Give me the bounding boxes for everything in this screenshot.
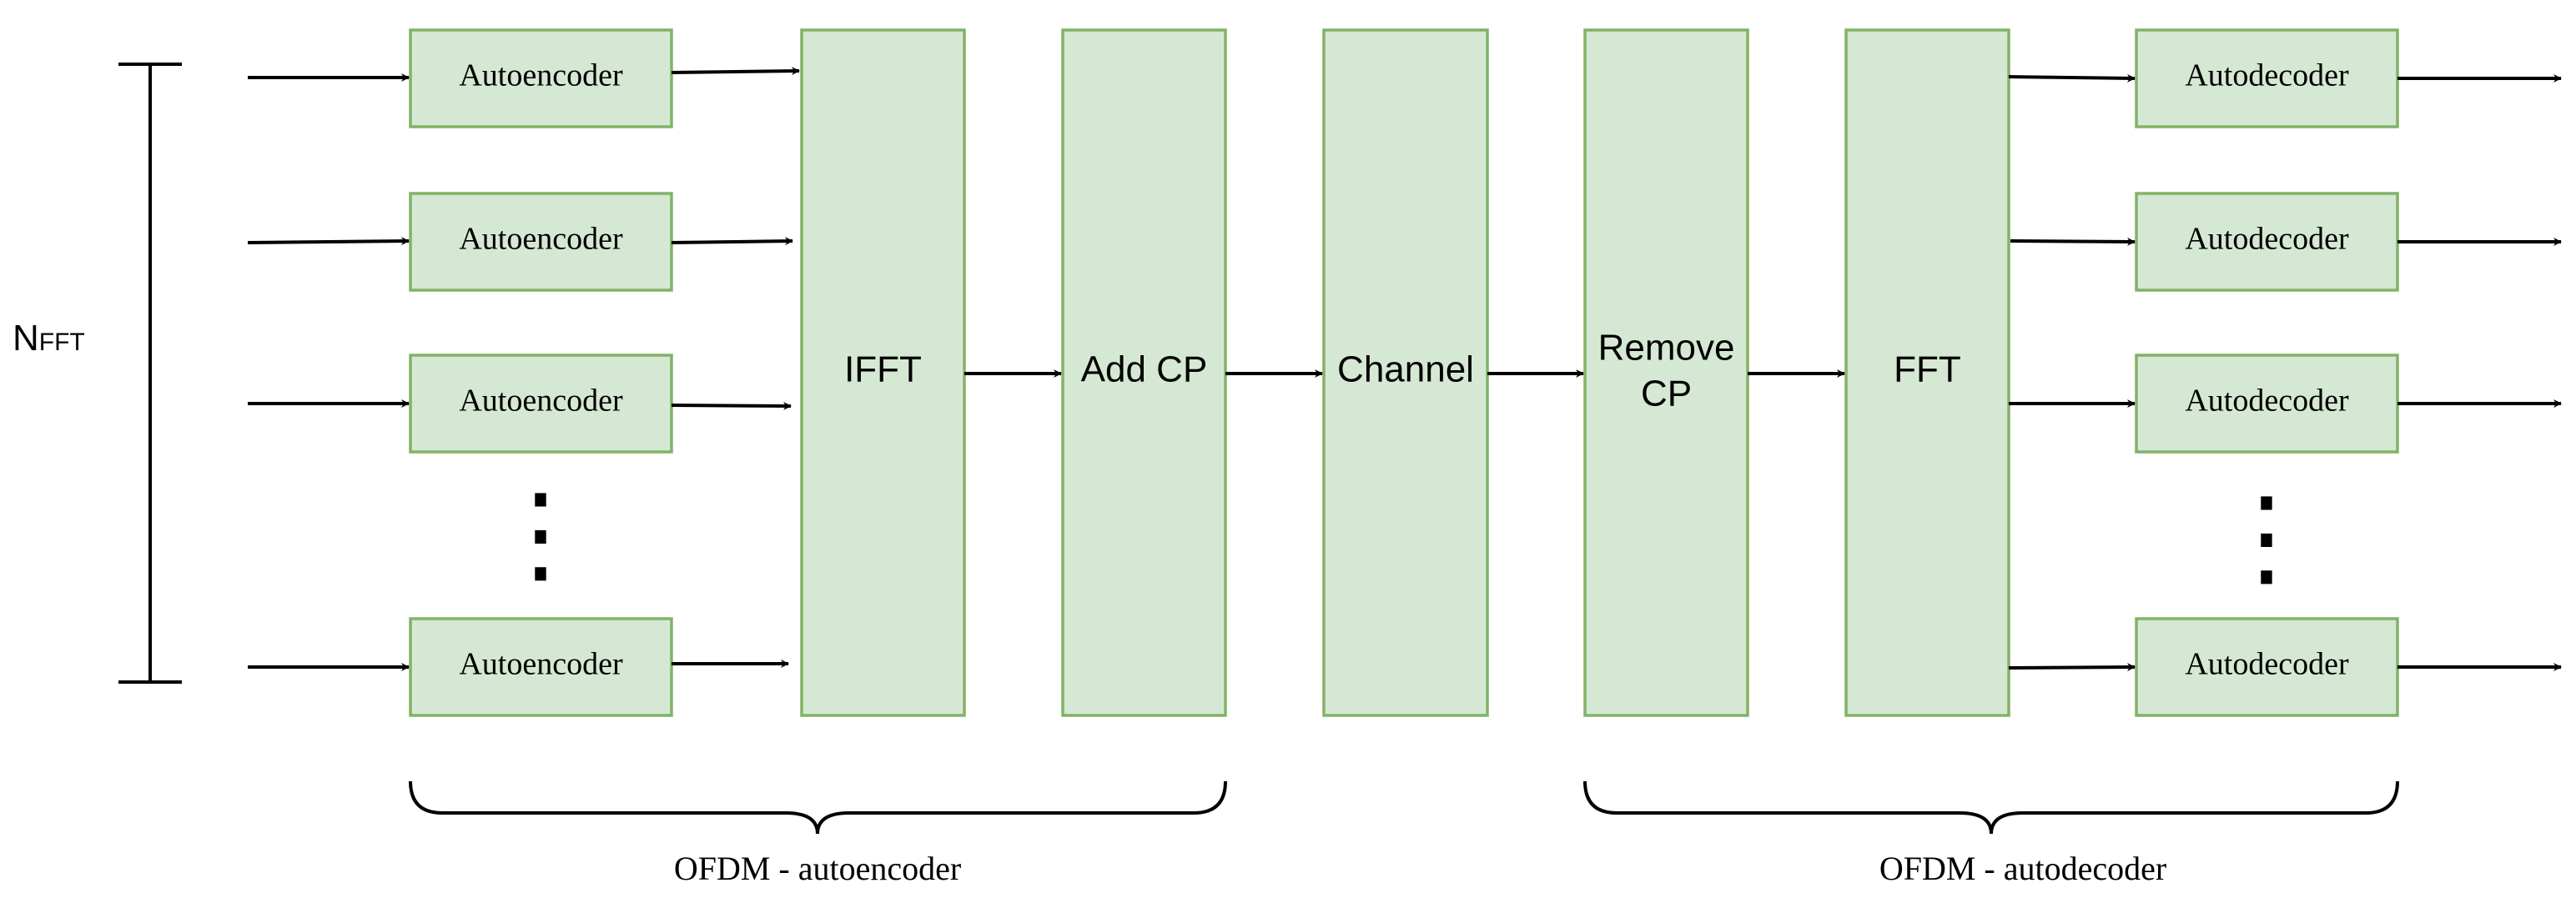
channel-block: Channel: [1322, 28, 1489, 717]
autoencoder-block-4: Autoencoder: [409, 617, 673, 717]
remove-cp-block: Remove CP: [1583, 28, 1749, 717]
add-cp-label: Add CP: [1081, 349, 1208, 390]
autoencoder-label: Autoencoder: [459, 58, 623, 93]
fft-to-decoder-arrow: [2008, 663, 2136, 672]
channel-label: Channel: [1337, 349, 1474, 390]
input-arrow: [247, 237, 410, 246]
n-fft-subscript: FFT: [39, 329, 85, 356]
encoder-to-ifft-arrow: [671, 237, 793, 246]
autoencoder-block-3: Autoencoder: [409, 354, 673, 454]
add-cp-block: Add CP: [1061, 28, 1227, 717]
decoder-group-brace: [1583, 780, 2399, 835]
encoder-group-label: OFDM - autoencoder: [674, 850, 961, 887]
fft-label: FFT: [1894, 349, 1961, 390]
autodecoder-label: Autodecoder: [2185, 58, 2349, 93]
n-fft-label: NFFT: [13, 318, 85, 359]
autoencoder-block-2: Autoencoder: [409, 192, 673, 292]
decoder-ellipsis: ⋮: [2212, 475, 2321, 597]
autoencoder-label: Autoencoder: [459, 384, 623, 419]
fft-to-decoder-arrow: [2010, 237, 2136, 246]
ifft-block: IFFT: [800, 28, 966, 717]
fft-block: FFT: [1844, 28, 2010, 717]
remove-cp-label-line1: Remove: [1598, 328, 1735, 369]
remove-cp-label-line2: CP: [1641, 374, 1692, 414]
autodecoder-label: Autodecoder: [2185, 647, 2349, 682]
autodecoder-label: Autodecoder: [2185, 384, 2349, 419]
autodecoder-block-1: Autodecoder: [2135, 28, 2399, 128]
n-fft-bracket: [118, 63, 182, 684]
n-fft-main: N: [13, 318, 39, 359]
fft-to-decoder-arrow: [2008, 73, 2136, 83]
encoder-to-ifft-arrow: [671, 67, 800, 76]
encoder-group-brace: [409, 780, 1227, 835]
signal-arrows: [247, 67, 2562, 672]
autoencoder-label: Autoencoder: [459, 647, 623, 682]
autodecoder-label: Autodecoder: [2185, 222, 2349, 257]
decoder-group-label: OFDM - autodecoder: [1879, 850, 2166, 887]
encoder-ellipsis: ⋮: [486, 472, 595, 594]
encoder-to-ifft-arrow: [671, 401, 792, 410]
autodecoder-block-4: Autodecoder: [2135, 617, 2399, 717]
ifft-label: IFFT: [844, 349, 922, 390]
autoencoder-block-1: Autoencoder: [409, 28, 673, 128]
autoencoder-label: Autoencoder: [459, 222, 623, 257]
autodecoder-block-2: Autodecoder: [2135, 192, 2399, 292]
autodecoder-block-3: Autodecoder: [2135, 354, 2399, 454]
